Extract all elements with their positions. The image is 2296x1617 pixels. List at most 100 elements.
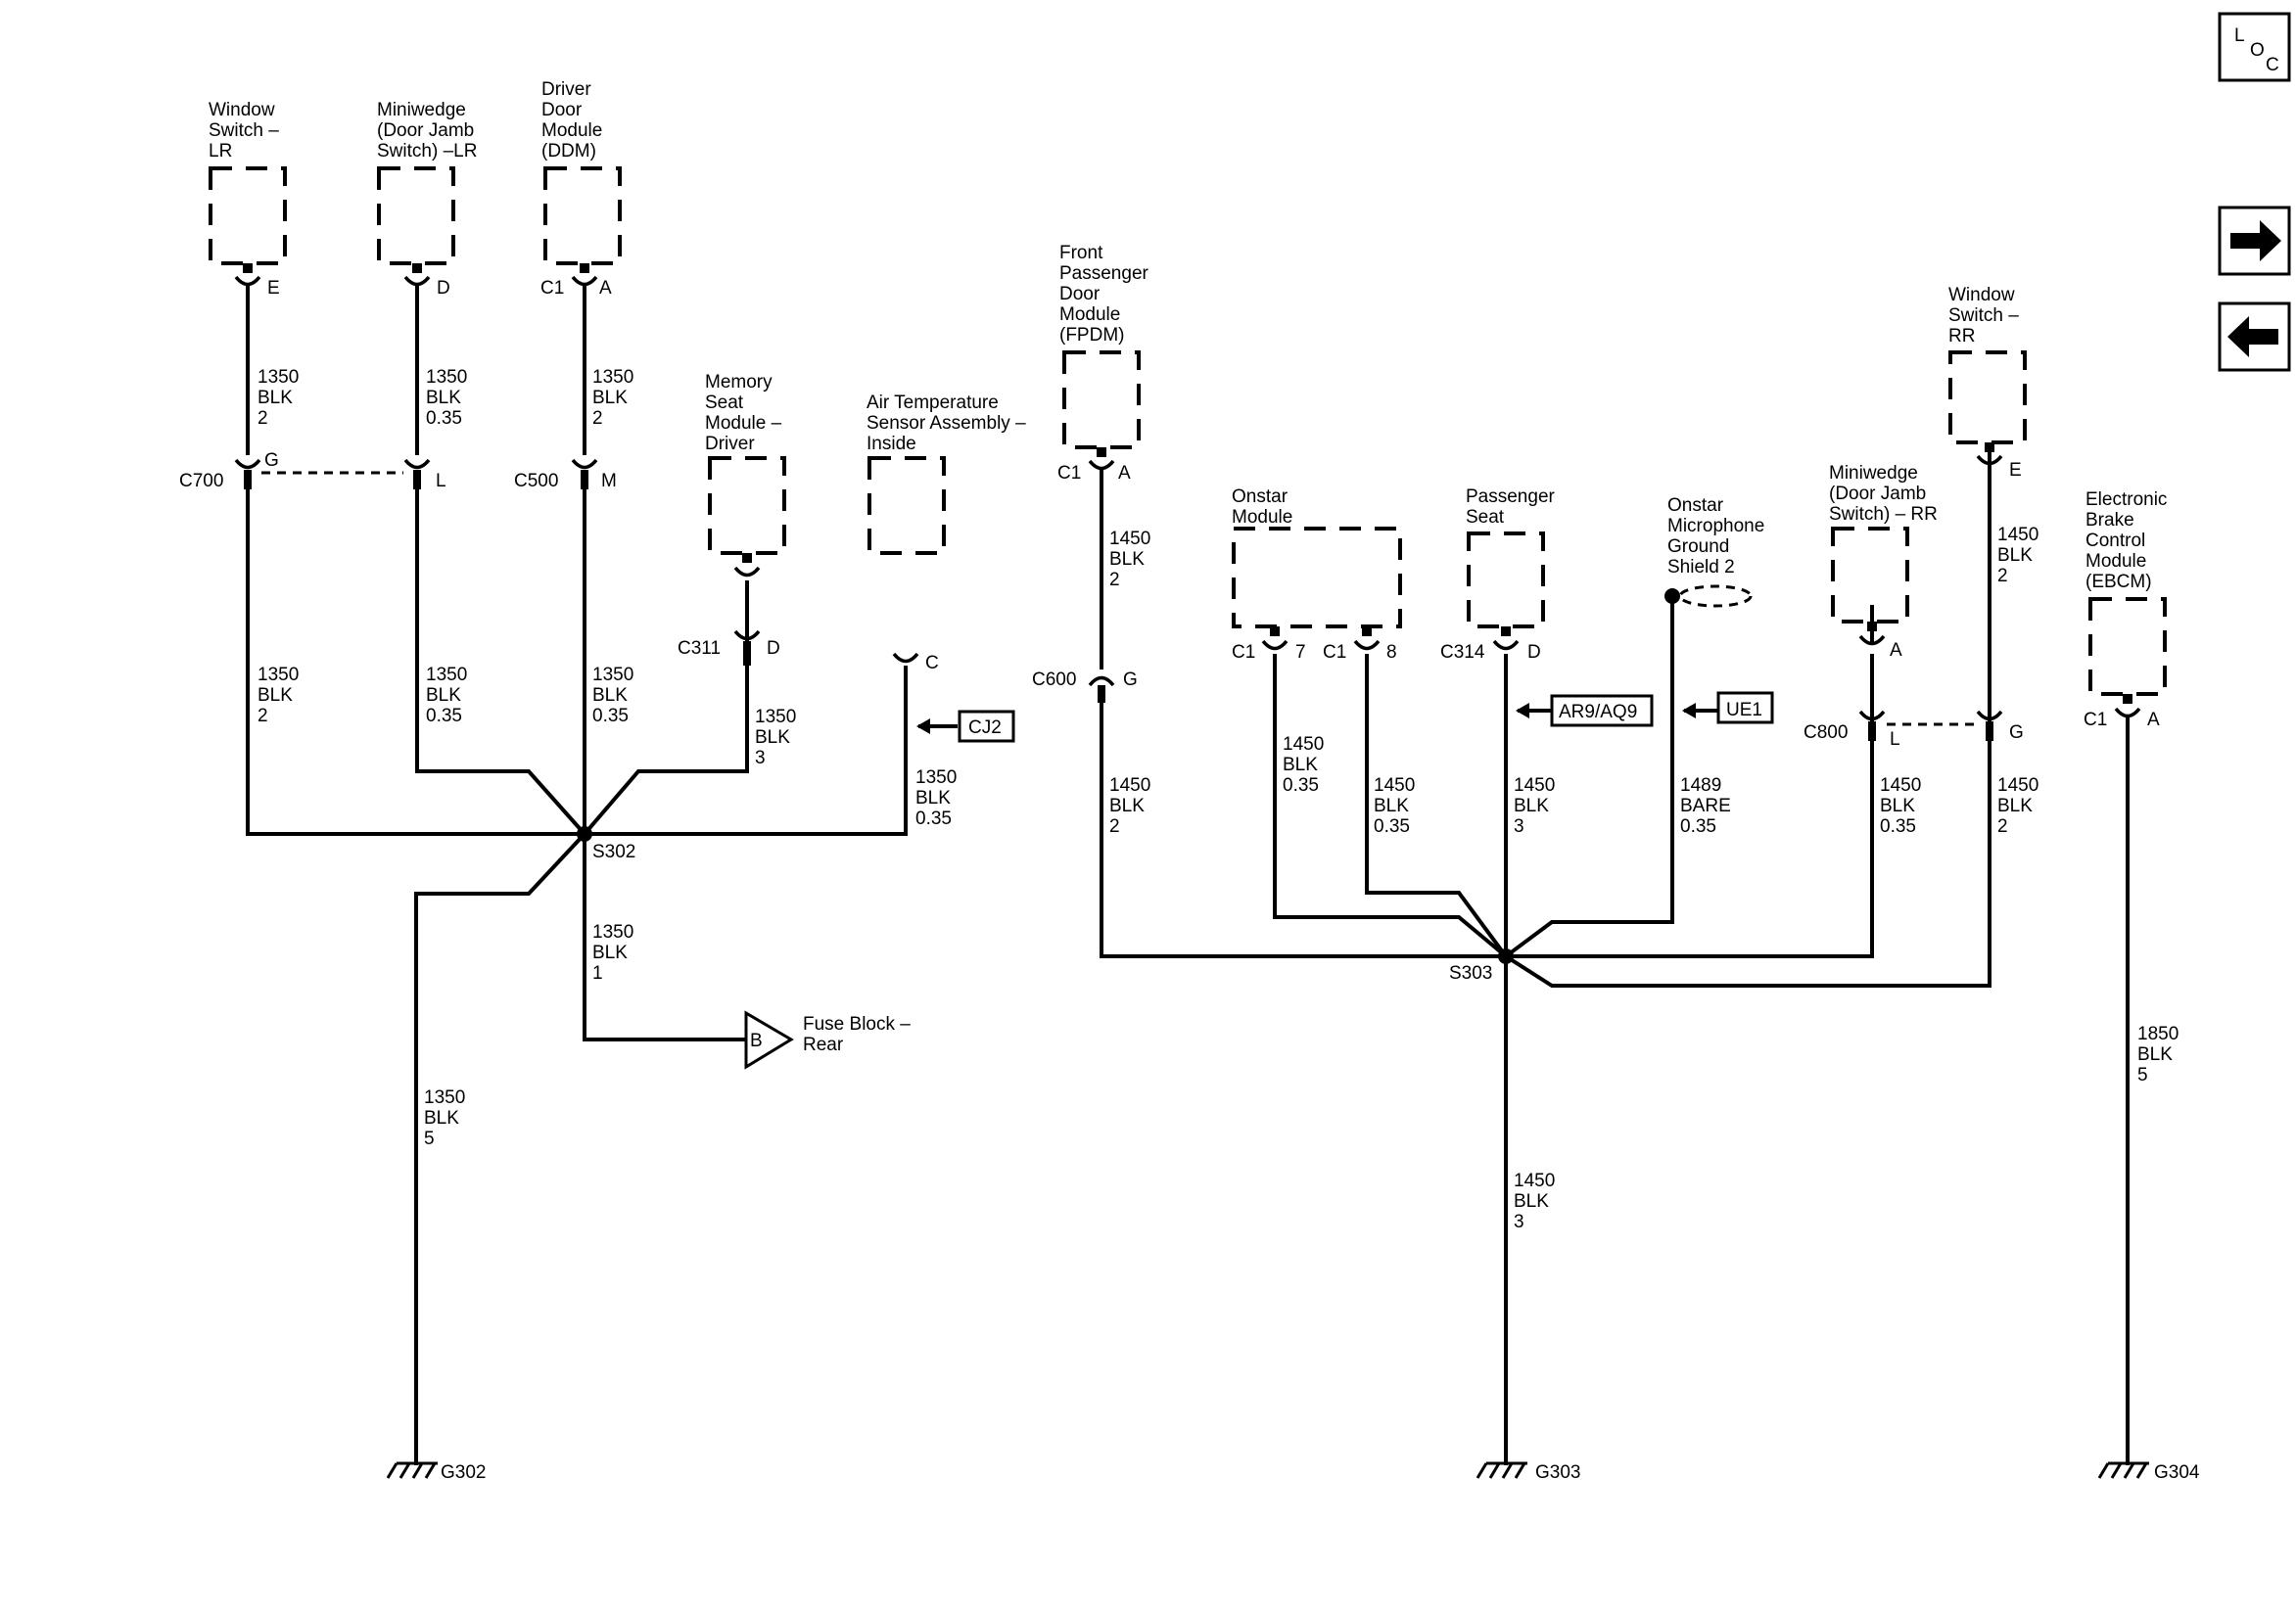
svg-text:Window: Window [1948, 285, 2015, 305]
svg-text:Air Temperature: Air Temperature [867, 393, 999, 413]
ground-g303: G303 [1535, 1462, 1580, 1483]
svg-text:Front: Front [1059, 243, 1103, 263]
forward-button[interactable] [2218, 206, 2291, 276]
svg-text:1350: 1350 [592, 922, 633, 943]
svg-text:1: 1 [592, 963, 603, 984]
splice-s303 [1498, 948, 1514, 964]
svg-text:Control: Control [2085, 531, 2145, 551]
svg-text:BLK: BLK [592, 685, 628, 706]
pin-labels: E D C1 A C700 G L C500 M C311 D C C1 A C… [179, 278, 2160, 750]
svg-text:C1: C1 [540, 278, 564, 299]
svg-text:BLK: BLK [1514, 1191, 1549, 1212]
svg-text:E: E [267, 278, 280, 299]
ground-symbols: G302 G303 G304 [386, 1461, 2200, 1483]
svg-text:BLK: BLK [1997, 796, 2033, 816]
svg-text:1350: 1350 [915, 767, 957, 788]
connector-symbols [234, 263, 2141, 741]
option-ar9: AR9/AQ9 [1516, 694, 1654, 727]
svg-text:1489: 1489 [1680, 775, 1721, 796]
svg-text:BLK: BLK [1283, 755, 1318, 775]
svg-text:Passenger: Passenger [1059, 263, 1149, 284]
svg-text:BLK: BLK [755, 727, 790, 748]
svg-text:Window: Window [209, 100, 275, 120]
svg-text:C311: C311 [678, 638, 721, 659]
svg-text:5: 5 [424, 1129, 435, 1149]
svg-text:L: L [1890, 729, 1900, 750]
pin-b: B [750, 1031, 763, 1051]
splice-s302 [577, 826, 592, 842]
svg-text:(FPDM): (FPDM) [1059, 325, 1124, 346]
loc-l: L [2234, 25, 2245, 46]
splice-label-s303: S303 [1449, 963, 1492, 984]
svg-text:1350: 1350 [426, 367, 467, 388]
svg-text:L: L [436, 471, 446, 491]
svg-text:BLK: BLK [592, 388, 628, 408]
svg-text:8: 8 [1386, 642, 1397, 663]
svg-text:Passenger: Passenger [1466, 486, 1556, 507]
svg-text:1350: 1350 [258, 367, 299, 388]
svg-text:Memory: Memory [705, 372, 773, 393]
svg-text:Seat: Seat [705, 393, 744, 413]
svg-text:(Door Jamb: (Door Jamb [377, 120, 474, 141]
left-wires [246, 285, 908, 1465]
svg-text:G: G [264, 450, 279, 471]
svg-text:CJ2: CJ2 [968, 717, 1002, 738]
svg-text:1350: 1350 [592, 665, 633, 685]
arrow-right-icon [2230, 220, 2281, 261]
svg-text:0.35: 0.35 [1374, 816, 1410, 837]
svg-text:C1: C1 [2084, 710, 2107, 730]
svg-text:1350: 1350 [426, 665, 467, 685]
svg-text:BLK: BLK [915, 788, 951, 808]
option-ue1: UE1 [1682, 691, 1774, 724]
option-cj2: CJ2 [916, 710, 1015, 743]
loc-o: O [2250, 40, 2265, 61]
splice-points [577, 584, 1753, 964]
svg-text:UE1: UE1 [1726, 700, 1762, 720]
svg-text:C: C [925, 653, 939, 673]
svg-text:Miniwedge: Miniwedge [1829, 463, 1918, 484]
svg-text:(EBCM): (EBCM) [2085, 572, 2152, 592]
shield-drain [1664, 588, 1680, 604]
svg-text:BLK: BLK [258, 685, 293, 706]
svg-text:2: 2 [1997, 816, 2008, 837]
svg-text:D: D [767, 638, 780, 659]
svg-text:Shield 2: Shield 2 [1667, 557, 1735, 578]
svg-text:RR: RR [1948, 326, 1975, 346]
svg-text:Switch) –LR: Switch) –LR [377, 141, 477, 162]
svg-text:D: D [437, 278, 450, 299]
svg-text:2: 2 [1109, 816, 1120, 837]
svg-text:5: 5 [2137, 1065, 2148, 1086]
ground-g304: G304 [2154, 1462, 2200, 1483]
svg-text:A: A [2147, 710, 2160, 730]
svg-text:Fuse Block –: Fuse Block – [803, 1014, 911, 1035]
svg-text:E: E [2009, 460, 2022, 481]
back-button[interactable] [2218, 301, 2291, 372]
loc-button[interactable]: L O C [2218, 12, 2291, 82]
svg-text:C1: C1 [1057, 463, 1081, 484]
svg-text:C500: C500 [514, 471, 558, 491]
svg-text:Module: Module [541, 120, 602, 141]
svg-text:C1: C1 [1323, 642, 1346, 663]
svg-text:BLK: BLK [258, 388, 293, 408]
svg-text:1450: 1450 [1283, 734, 1324, 755]
svg-text:C314: C314 [1440, 642, 1485, 663]
